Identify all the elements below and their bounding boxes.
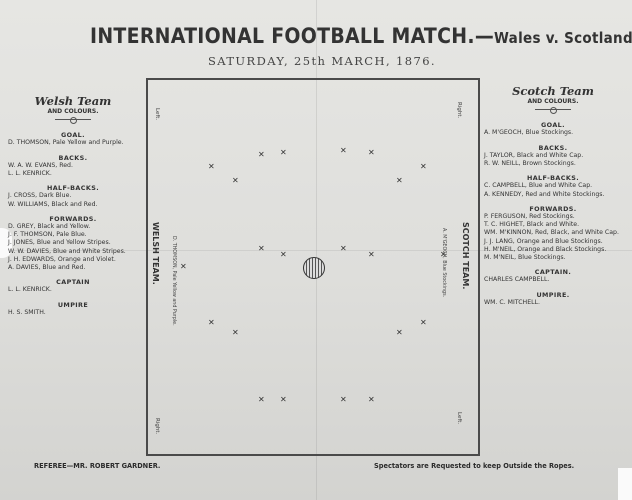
- player-entry: D. THOMSON, Pale Yellow and Purple.: [8, 139, 124, 147]
- player-entry: J. TAYLOR, Black and White Cap.: [484, 151, 584, 159]
- player-name: A. M'GEOCH, Blue Stockings.: [441, 228, 446, 298]
- player-entry: C. CAMPBELL, Blue and White Cap.: [484, 182, 593, 190]
- welsh-team-heading: Welsh Team: [34, 94, 112, 108]
- player-marker: ✕: [258, 244, 265, 253]
- spectator-notice: Spectators are Requested to keep Outside…: [374, 462, 575, 470]
- football-icon: [303, 257, 325, 279]
- player-marker: ✕: [232, 328, 239, 337]
- player-marker: ✕: [280, 250, 287, 259]
- section-title: CAPTAIN: [56, 278, 90, 287]
- player-marker: ✕: [368, 395, 375, 404]
- welsh-colours-label: AND COLOURS.: [47, 108, 99, 115]
- player-marker: ✕: [208, 318, 215, 327]
- fold-line-horizontal: [0, 250, 632, 251]
- player-entry: W. A. W. EVANS, Red.: [8, 161, 73, 169]
- player-entry: CHARLES CAMPBELL.: [484, 276, 550, 284]
- player-entry: WM. C. MITCHELL.: [484, 298, 540, 306]
- section-title: CAPTAIN.: [534, 268, 572, 277]
- section-title: UMPIRE: [57, 300, 89, 309]
- player-marker: ✕: [420, 162, 427, 171]
- player-marker: ✕: [420, 318, 427, 327]
- pitch-diagram: [146, 78, 480, 456]
- welsh-right-wing-label: Right.: [154, 418, 160, 435]
- player-marker: ✕: [280, 395, 287, 404]
- player-entry: L. L. KENRICK.: [8, 286, 52, 294]
- welsh-team-list: Welsh Team AND COLOURS. GOAL.D. THOMSON,…: [8, 94, 138, 317]
- player-entry: J. J. LANG, Orange and Blue Stockings.: [484, 237, 603, 245]
- scotch-right-wing-label: Right.: [456, 102, 462, 119]
- player-marker: ✕: [368, 250, 375, 259]
- player-entry: J. JONES, Blue and Yellow Stripes.: [8, 239, 111, 247]
- player-marker: ✕: [368, 148, 375, 157]
- welsh-left-wing-label: Left.: [154, 108, 160, 121]
- section-title: FORWARDS.: [49, 214, 97, 223]
- player-entry: R. W. NEILL, Brown Stockings.: [484, 160, 576, 168]
- ornament-divider: [55, 117, 91, 125]
- player-marker: ✕: [340, 244, 347, 253]
- player-entry: L. L. KENRICK.: [8, 170, 52, 178]
- player-entry: D. GREY, Black and Yellow.: [8, 223, 91, 231]
- player-marker: ✕: [258, 395, 265, 404]
- scotch-team-pitch-label: SCOTCH TEAM.: [461, 222, 470, 290]
- scotch-left-wing-label: Left.: [456, 412, 462, 425]
- player-entry: A. M'GEOCH, Blue Stockings.: [484, 129, 574, 137]
- scotch-colours-label: AND COLOURS.: [527, 98, 579, 105]
- section-title: HALF-BACKS.: [46, 184, 100, 193]
- player-entry: A. DAVIES, Blue and Red.: [8, 264, 86, 272]
- section-title: HALF-BACKS.: [526, 174, 580, 183]
- scotch-team-list: Scotch Team AND COLOURS. GOAL.A. M'GEOCH…: [484, 84, 622, 307]
- paper-tear-corner: [618, 468, 632, 500]
- player-marker: ✕: [232, 176, 239, 185]
- section-title: BACKS.: [58, 153, 88, 162]
- player-entry: J. H. EDWARDS, Orange and Violet.: [8, 255, 116, 263]
- player-entry: W. W. DAVIES, Blue and White Stripes.: [8, 247, 126, 255]
- scotch-sections: GOAL.A. M'GEOCH, Blue Stockings.BACKS.J.…: [484, 121, 622, 307]
- section-title: GOAL.: [541, 121, 565, 130]
- player-marker: ✕: [258, 150, 265, 159]
- section-title: FORWARDS.: [529, 204, 577, 213]
- title-dash: —: [474, 24, 495, 48]
- player-marker: ✕: [396, 176, 403, 185]
- player-entry: WM. M'KINNON, Red, Black, and White Cap.: [484, 229, 619, 237]
- player-marker: ✕: [208, 162, 215, 171]
- player-entry: P. FERGUSON, Red Stockings.: [484, 213, 575, 221]
- player-name: D. THOMSON, Pale Yellow and Purple.: [171, 236, 176, 326]
- player-entry: A. KENNEDY, Red and White Stockings.: [484, 190, 605, 198]
- player-entry: J. F. THOMSON, Pale Blue.: [8, 231, 87, 239]
- player-marker: ✕: [280, 148, 287, 157]
- player-entry: W. WILLIAMS, Black and Red.: [8, 200, 98, 208]
- title-teams: Wales v. Scotland.: [494, 29, 632, 47]
- ornament-divider: [535, 107, 571, 115]
- section-title: GOAL.: [61, 131, 85, 140]
- player-entry: M. M'NEIL, Blue Stockings.: [484, 254, 566, 262]
- player-entry: H. M'NEIL, Orange and Black Stockings.: [484, 245, 607, 253]
- scotch-team-heading: Scotch Team: [512, 84, 594, 98]
- player-marker: ✕: [440, 250, 447, 259]
- player-marker: ✕: [340, 146, 347, 155]
- referee-note: REFEREE—MR. ROBERT GARDNER.: [34, 462, 161, 470]
- player-entry: J. CROSS, Dark Blue.: [8, 192, 72, 200]
- welsh-sections: GOAL.D. THOMSON, Pale Yellow and Purple.…: [8, 131, 138, 317]
- fold-line-vertical: [316, 0, 317, 500]
- match-date: SATURDAY, 25th MARCH, 1876.: [208, 54, 436, 68]
- player-entry: H. S. SMITH.: [8, 308, 46, 316]
- title-main: INTERNATIONAL FOOTBALL MATCH.: [90, 24, 475, 48]
- section-title: BACKS.: [538, 143, 568, 152]
- welsh-team-pitch-label: WELSH TEAM.: [151, 222, 160, 285]
- page-title: INTERNATIONAL FOOTBALL MATCH.—Wales v. S…: [90, 24, 632, 48]
- section-title: UMPIRE.: [536, 290, 570, 299]
- player-entry: T. C. HIGHET, Black and White.: [484, 221, 580, 229]
- player-marker: ✕: [340, 395, 347, 404]
- player-marker: ✕: [396, 328, 403, 337]
- paper-tear-left: [0, 228, 12, 258]
- player-marker: ✕: [180, 262, 187, 271]
